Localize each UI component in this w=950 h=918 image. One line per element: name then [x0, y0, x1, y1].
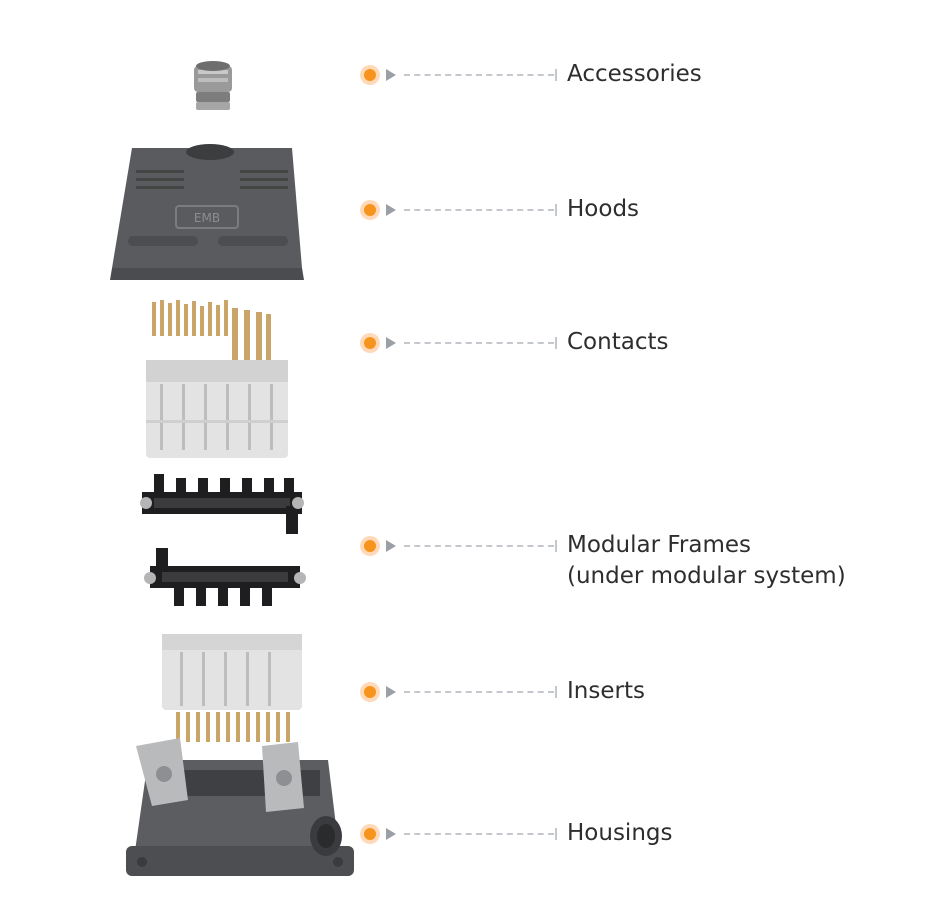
arrow-right-icon: [386, 204, 396, 216]
callout-housings: [360, 822, 560, 846]
label-hoods: Hoods: [567, 196, 640, 222]
orange-dot-icon: [360, 65, 380, 85]
orange-dot-icon: [360, 200, 380, 220]
leader-end-tick: [555, 204, 557, 216]
dashed-leader-line: [404, 342, 554, 344]
label-accessories: Accessories: [567, 61, 702, 87]
label-modular-frames: Modular Frames: [567, 532, 751, 558]
callout-hoods: [360, 198, 560, 222]
callout-accessories: [360, 63, 560, 87]
hood-embossed-logo: EMB: [194, 211, 220, 225]
leader-end-tick: [555, 540, 557, 552]
arrow-right-icon: [386, 69, 396, 81]
dashed-leader-line: [404, 691, 554, 693]
leader-end-tick: [555, 337, 557, 349]
modular-frame-top-illustration: [140, 474, 304, 534]
orange-dot-icon: [360, 824, 380, 844]
inserts-illustration: [162, 634, 302, 742]
orange-dot-icon: [360, 333, 380, 353]
dashed-leader-line: [404, 209, 554, 211]
leader-end-tick: [555, 686, 557, 698]
dashed-leader-line: [404, 833, 554, 835]
hood-illustration: EMB: [110, 144, 304, 280]
label-contacts: Contacts: [567, 329, 669, 355]
callout-modular-frames: [360, 534, 560, 558]
orange-dot-icon: [360, 682, 380, 702]
label-modular-frames-subtitle: (under modular system): [567, 563, 846, 589]
leader-end-tick: [555, 828, 557, 840]
orange-dot-icon: [360, 536, 380, 556]
arrow-right-icon: [386, 540, 396, 552]
cable-gland-illustration: [194, 61, 232, 110]
modular-frame-bottom-illustration: [144, 548, 306, 606]
label-inserts: Inserts: [567, 678, 645, 704]
arrow-right-icon: [386, 828, 396, 840]
callout-inserts: [360, 680, 560, 704]
callout-contacts: [360, 331, 560, 355]
housing-illustration: [126, 738, 354, 876]
label-housings: Housings: [567, 820, 673, 846]
dashed-leader-line: [404, 545, 554, 547]
dashed-leader-line: [404, 74, 554, 76]
contacts-illustration: [146, 300, 288, 458]
arrow-right-icon: [386, 686, 396, 698]
arrow-right-icon: [386, 337, 396, 349]
leader-end-tick: [555, 69, 557, 81]
